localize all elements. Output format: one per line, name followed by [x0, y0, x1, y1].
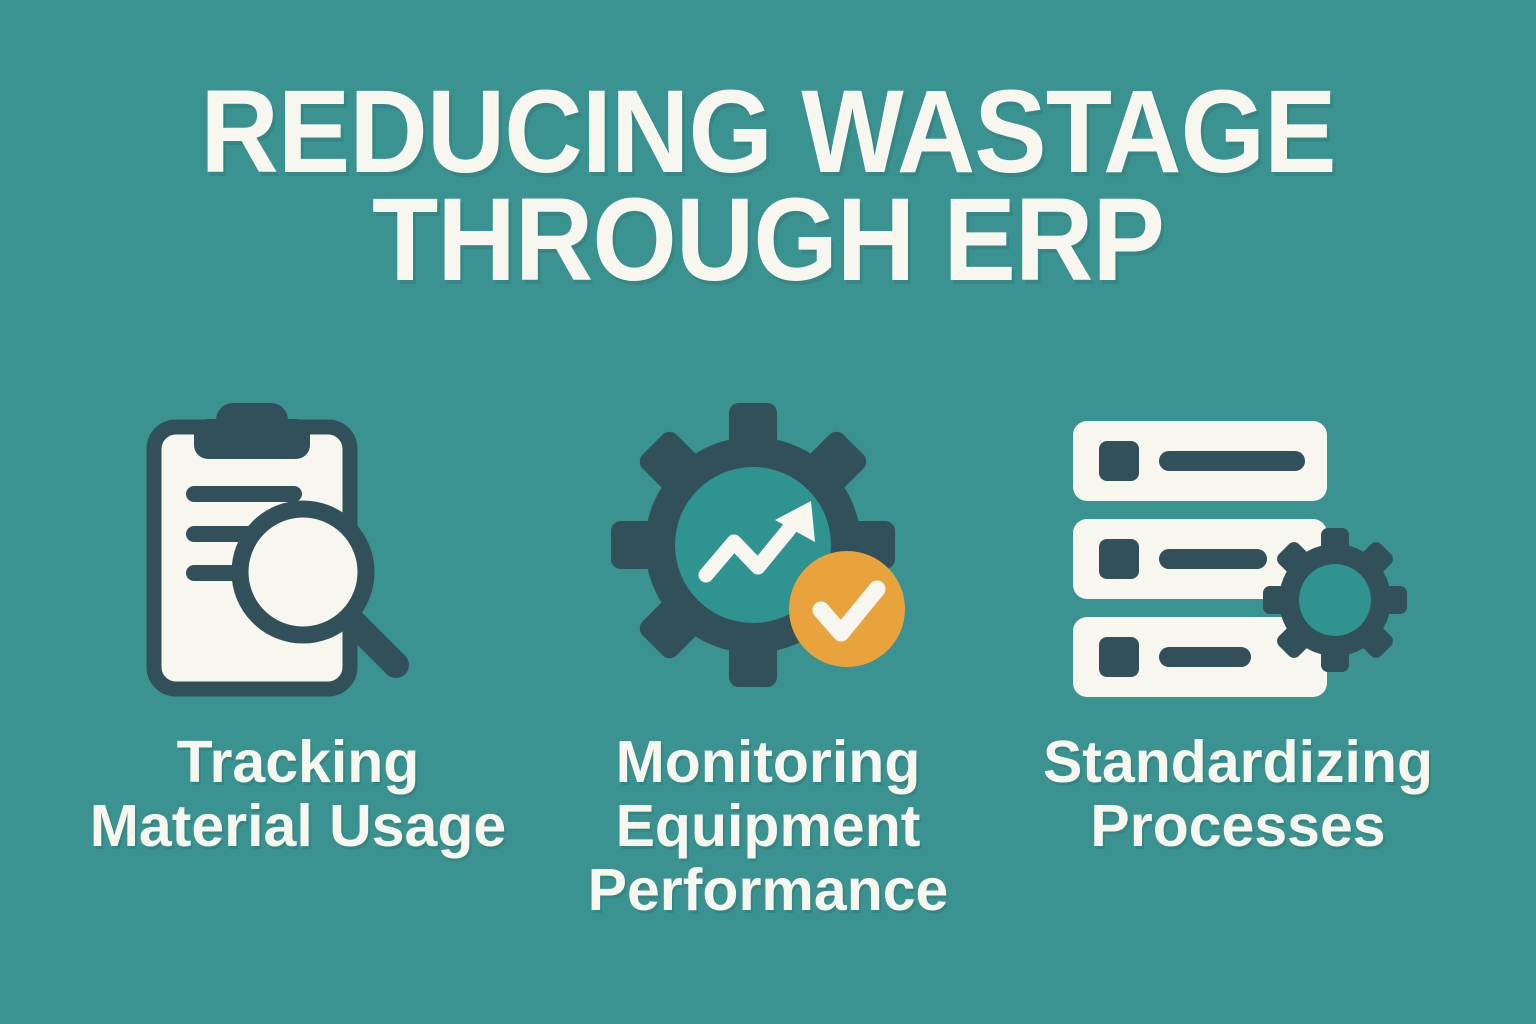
check-badge [789, 551, 905, 667]
feature-column-monitoring: Monitoring Equipment Performance [533, 392, 1003, 922]
gear-shape [611, 403, 895, 687]
list-row-2 [1073, 519, 1327, 599]
gear-center [1299, 564, 1371, 636]
gear-trendline-check-icon [568, 392, 968, 702]
feature-column-tracking: Tracking Material Usage [63, 392, 533, 858]
caption-monitoring: Monitoring Equipment Performance [587, 729, 949, 923]
page-title: REDUCING WASTAGE THROUGH ERP [0, 66, 1536, 306]
clipboard-magnifier-icon [98, 392, 498, 702]
list-row-3 [1073, 617, 1327, 697]
magnifier-icon [231, 500, 409, 678]
settings-gear-icon [1263, 528, 1407, 672]
caption-tracking: Tracking Material Usage [89, 729, 507, 859]
caption-standardizing: Standardizing Processes [1042, 729, 1434, 859]
checklist-rows [1073, 421, 1327, 697]
title-line-2: THROUGH ERP [371, 174, 1165, 306]
feature-column-standardizing: Standardizing Processes [1003, 392, 1473, 858]
trend-arrow-icon [698, 501, 815, 583]
check-mark [812, 580, 886, 642]
list-row-1 [1073, 421, 1327, 501]
document-line-1 [186, 486, 302, 502]
magnifier-lens [231, 500, 375, 644]
checklist-gear-icon [1038, 392, 1438, 702]
gear-center [675, 467, 831, 623]
feature-columns: Tracking Material Usage [0, 392, 1536, 922]
title-line-1: REDUCING WASTAGE [200, 66, 1336, 198]
